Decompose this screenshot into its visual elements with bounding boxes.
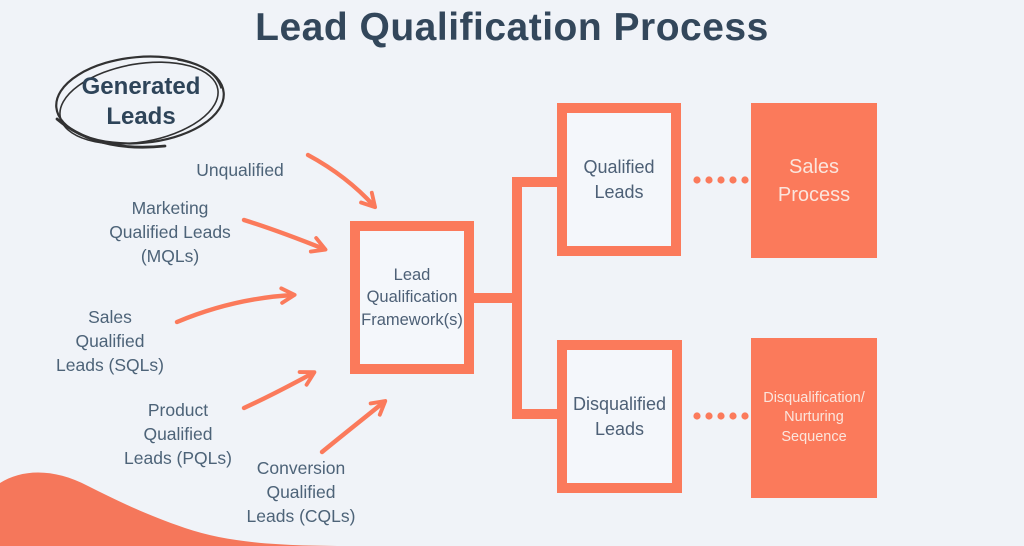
node-qualified-leads: Qualified Leads <box>557 103 681 256</box>
hand-drawn-circle-icon <box>55 55 225 149</box>
generated-leads-badge: Generated Leads <box>55 72 227 132</box>
arrow-unqualified <box>305 152 378 210</box>
connector-branch-lines <box>474 177 562 419</box>
dotted-connector-qualified-to-sales <box>693 176 749 184</box>
node-sales-process: Sales Process <box>751 103 877 258</box>
arrow-sqls <box>174 286 297 325</box>
dotted-connector-disqualified-to-nurturing <box>693 412 749 420</box>
page-title: Lead Qualification Process <box>255 6 769 49</box>
generated-leads-label: Generated Leads <box>81 73 201 130</box>
source-label-cqls: Conversion Qualified Leads (CQLs) <box>246 458 356 526</box>
arrow-pqls <box>241 370 317 411</box>
node-lead-qualification-framework: Lead Qualification Framework(s) <box>350 221 474 374</box>
node-disqualification-nurturing-sequence: Disqualification/ Nurturing Sequence <box>751 338 877 498</box>
arrow-cqls <box>319 399 388 455</box>
source-label-unqualified: Unqualified <box>196 160 284 180</box>
source-label-sqls: Sales Qualified Leads (SQLs) <box>56 307 164 375</box>
node-disqualified-leads: Disqualified Leads <box>557 340 682 493</box>
source-label-mqls: Marketing Qualified Leads (MQLs) <box>109 198 231 266</box>
arrow-mqls <box>241 217 328 254</box>
corner-wave-shape <box>0 472 360 546</box>
source-label-pqls: Product Qualified Leads (PQLs) <box>124 400 232 468</box>
